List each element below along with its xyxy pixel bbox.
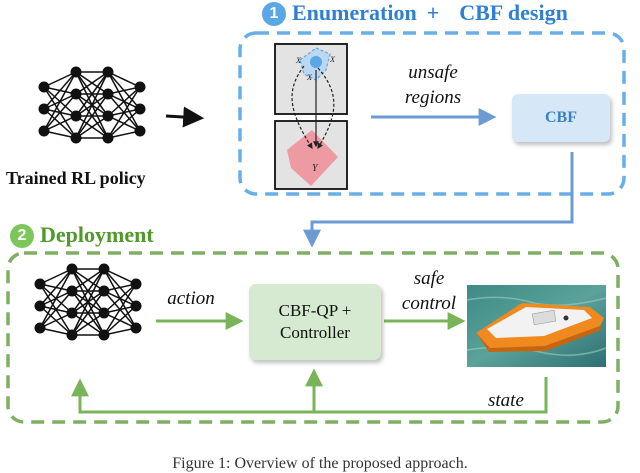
region-label-x3: X: [307, 73, 312, 82]
stage2-container: [6, 251, 620, 424]
policy-label: Trained RL policy: [6, 168, 146, 188]
stage1-container: [238, 31, 626, 196]
region-point-x3: [310, 56, 322, 68]
cbf-label: CBF: [545, 109, 577, 126]
unsafe-regions-line2: regions: [404, 87, 462, 108]
stage1-plus: +: [426, 0, 440, 25]
boat-photo: [466, 285, 607, 367]
safe-control-line1: safe: [413, 268, 445, 289]
region-label-x1: X: [296, 56, 301, 65]
stage1-number-badge: 1: [262, 2, 286, 26]
action-label: action: [167, 288, 215, 309]
stage2-number-badge: 2: [10, 224, 34, 248]
cbf-box: CBF: [512, 94, 610, 142]
policy-to-enumeration-arrow: [165, 106, 205, 128]
neural-network-icon-deployment: [33, 262, 143, 342]
enumeration-panels: [274, 43, 348, 190]
safe-control-label: safe control: [390, 266, 468, 316]
qp-label-line2: Controller: [280, 323, 350, 342]
state-label: state: [488, 390, 524, 411]
figure-caption: Figure 1: Overview of the proposed appro…: [172, 455, 468, 472]
qp-label-line1: CBF-QP +: [278, 301, 352, 320]
stage1-label2: CBF design: [459, 0, 568, 25]
safe-control-line2: control: [401, 293, 457, 314]
y-region: [287, 130, 338, 186]
stage2-label: Deployment: [40, 222, 154, 247]
region-label-y: Y: [312, 163, 318, 174]
cbf-to-deployment-arrow: [303, 152, 574, 248]
unsafe-regions-label: unsafe regions: [398, 60, 468, 110]
region-label-x2: X: [330, 55, 335, 64]
neural-network-icon: [37, 65, 147, 145]
stage1-label: Enumeration: [292, 0, 417, 25]
unsafe-regions-line1: unsafe: [408, 62, 458, 83]
cbf-qp-controller-box: CBF-QP + Controller: [249, 284, 381, 360]
